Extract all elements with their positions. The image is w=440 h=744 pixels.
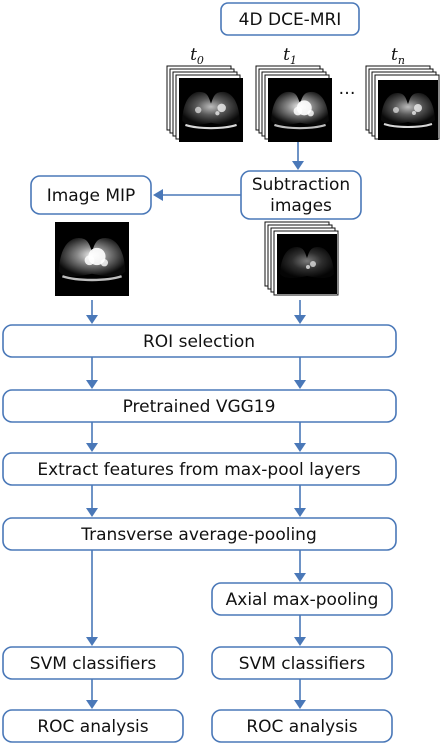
arrowhead bbox=[86, 380, 98, 389]
roc-left-node: ROC analysis bbox=[2, 709, 184, 743]
roi-selection-box bbox=[2, 324, 397, 358]
subtraction-node: Subtraction images bbox=[240, 170, 362, 220]
subtraction-label-line1: Subtraction bbox=[252, 175, 350, 195]
extract-features-box bbox=[2, 452, 397, 486]
time-label-tn: tn bbox=[391, 45, 405, 67]
arrowhead bbox=[292, 161, 304, 170]
image-mip-box bbox=[30, 175, 152, 215]
transverse-pooling-label: Transverse average-pooling bbox=[80, 525, 317, 545]
arrowhead bbox=[294, 508, 306, 517]
arrowhead bbox=[294, 573, 306, 582]
mri-stack-t0 bbox=[166, 65, 243, 142]
subtraction-label-line2: images bbox=[270, 196, 332, 216]
arrowhead bbox=[86, 637, 98, 646]
roi-selection-node: ROI selection bbox=[2, 324, 397, 358]
arrowhead bbox=[86, 315, 98, 324]
arrowhead bbox=[294, 380, 306, 389]
image-mip-node: Image MIP bbox=[30, 175, 152, 215]
svm-right-box bbox=[211, 646, 393, 680]
vgg19-label: Pretrained VGG19 bbox=[123, 397, 276, 417]
image-mip-label: Image MIP bbox=[47, 186, 136, 206]
arrowhead bbox=[294, 700, 306, 709]
transverse-pooling-node: Transverse average-pooling bbox=[2, 517, 397, 551]
roc-left-label: ROC analysis bbox=[37, 717, 148, 737]
arrowhead bbox=[294, 443, 306, 452]
axial-pooling-label: Axial max-pooling bbox=[226, 590, 379, 610]
mip-image bbox=[55, 222, 129, 296]
dce-mri-label: 4D DCE-MRI bbox=[239, 10, 342, 30]
extract-features-label: Extract features from max-pool layers bbox=[37, 460, 360, 480]
axial-pooling-box bbox=[211, 582, 393, 616]
mri-stack-tn bbox=[365, 65, 440, 142]
roc-right-box bbox=[211, 709, 393, 743]
dce-mri-node: 4D DCE-MRI bbox=[220, 2, 360, 36]
svm-left-label: SVM classifiers bbox=[30, 654, 157, 674]
arrowhead bbox=[86, 700, 98, 709]
time-label-t0: t0 bbox=[190, 45, 204, 67]
ellipsis-label: … bbox=[339, 79, 356, 99]
dce-mri-box bbox=[220, 2, 360, 36]
roi-selection-label: ROI selection bbox=[143, 332, 255, 352]
subtraction-image-stack bbox=[264, 221, 339, 296]
mri-stack-t1 bbox=[255, 65, 332, 142]
arrowhead bbox=[153, 189, 163, 201]
axial-pooling-node: Axial max-pooling bbox=[211, 582, 393, 616]
svm-left-node: SVM classifiers bbox=[2, 646, 184, 680]
roc-right-label: ROC analysis bbox=[246, 717, 357, 737]
svm-right-label: SVM classifiers bbox=[239, 654, 366, 674]
vgg19-box bbox=[2, 389, 397, 423]
arrowhead bbox=[294, 315, 306, 324]
time-label-t1: t1 bbox=[283, 45, 297, 67]
svm-left-box bbox=[2, 646, 184, 680]
vgg19-node: Pretrained VGG19 bbox=[2, 389, 397, 423]
transverse-pooling-box bbox=[2, 517, 397, 551]
extract-features-node: Extract features from max-pool layers bbox=[2, 452, 397, 486]
roc-left-box bbox=[2, 709, 184, 743]
arrowhead bbox=[86, 508, 98, 517]
roc-right-node: ROC analysis bbox=[211, 709, 393, 743]
arrowhead bbox=[294, 637, 306, 646]
svm-right-node: SVM classifiers bbox=[211, 646, 393, 680]
arrowhead bbox=[86, 443, 98, 452]
